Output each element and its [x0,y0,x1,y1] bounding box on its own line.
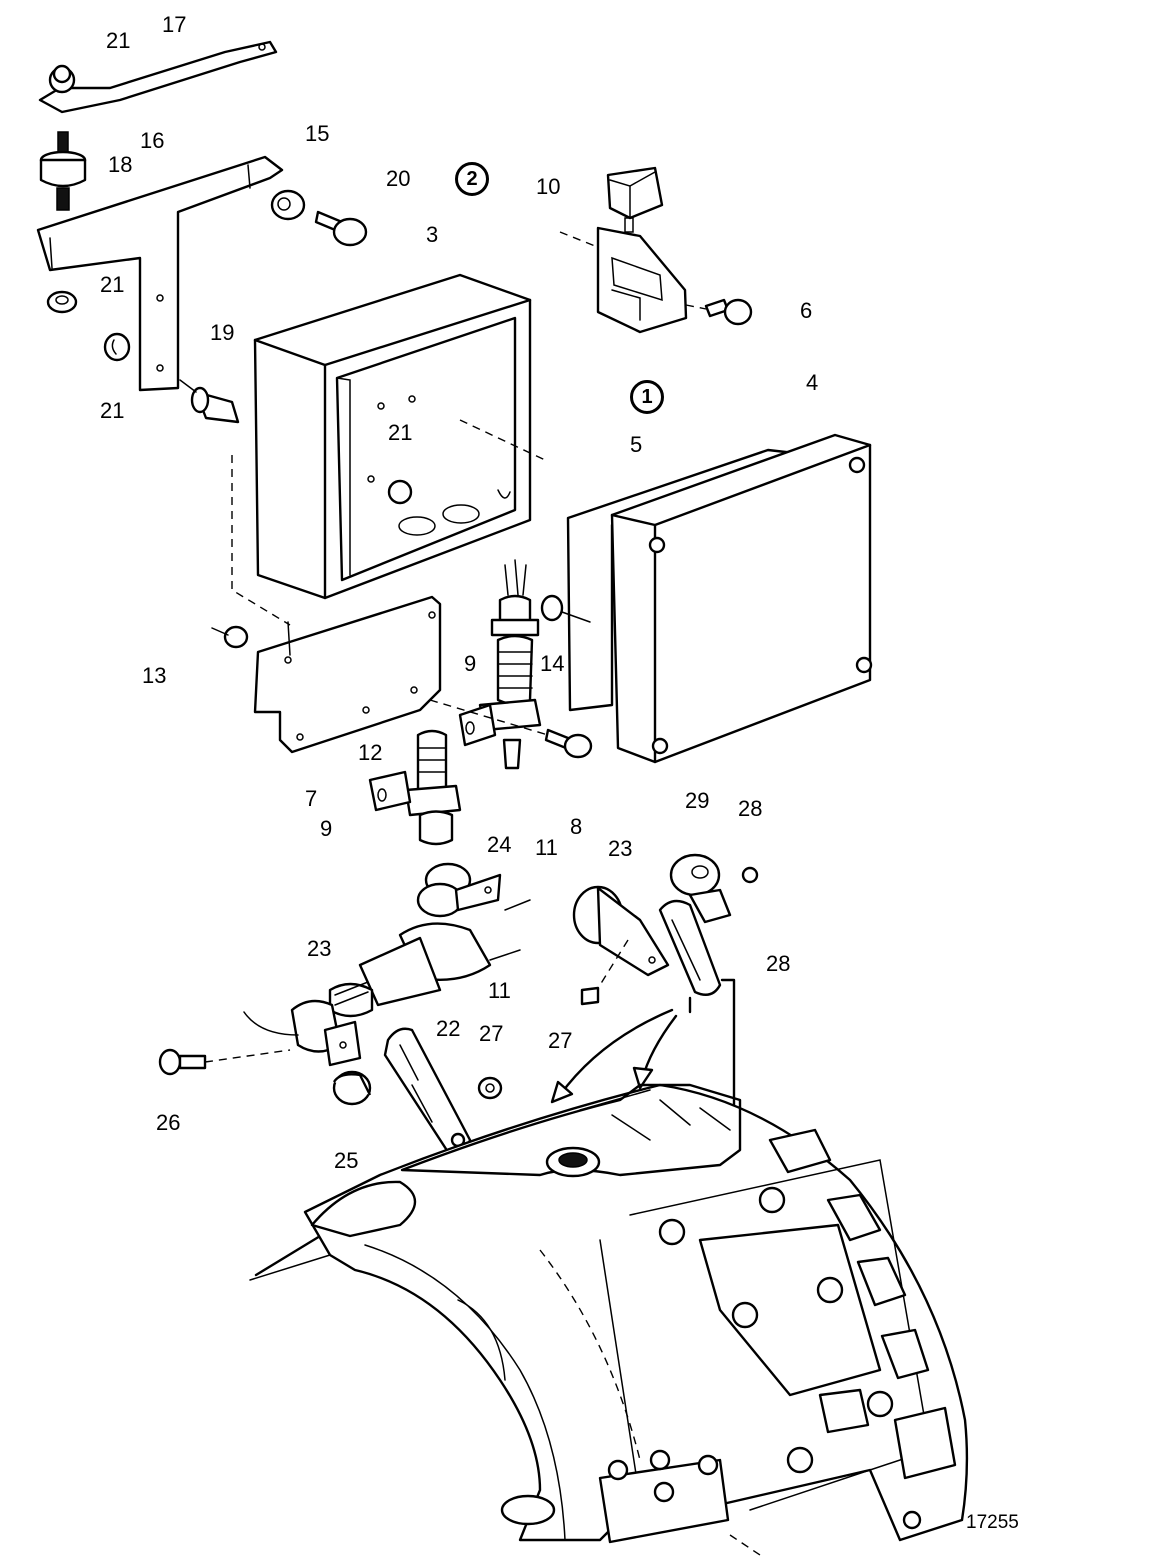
part-label: 11 [488,978,511,1003]
part-label: 21 [106,28,131,53]
part-label: 28 [766,951,791,976]
part-label: 29 [685,788,710,813]
part-label: 21 [100,398,125,423]
spacer-20 [270,189,368,247]
part-label: 18 [108,152,133,177]
clamp-29 [669,853,759,924]
drawing-reference-number: 17255 [966,1512,1019,1533]
circled-label-2: 2 [455,162,489,196]
clamp-23-right [572,885,670,1006]
part-label: 3 [426,222,439,247]
slotted-link-22 [383,1027,503,1154]
cable-sleeve-11 [243,922,521,1106]
part-label: 21 [100,272,125,297]
bracket-15 [36,155,284,392]
part-label: 17 [162,12,187,37]
strap-17 [38,40,278,114]
part-label: 6 [800,298,813,323]
nut-21-a [46,290,78,314]
part-label: 13 [142,663,167,688]
part-label: 23 [307,936,332,961]
part-label: 26 [156,1110,181,1135]
gearbox-housing-25 [249,1083,969,1556]
washer-21-b [103,332,131,362]
part-label: 27 [479,1021,504,1046]
bolt-19 [179,379,240,424]
cable-gland-12 [368,729,462,846]
rubber-mount-18 [39,131,87,211]
arrows-27 [550,1008,678,1104]
part-label: 27 [548,1028,573,1053]
relay-bracket-6 [596,226,753,334]
part-label: 5 [630,432,643,457]
part-label: 14 [540,651,565,676]
part-label: 22 [436,1016,461,1041]
circled-label-1: 1 [630,380,664,414]
part-label: 25 [334,1148,359,1173]
cable-gland-9-upper [429,559,593,770]
part-label: 28 [738,796,763,821]
part-label: 20 [386,166,411,191]
bracket-28 [658,899,736,1152]
part-label: 21 [388,420,413,445]
screw-26 [158,1048,291,1076]
electronic-box-3 [253,273,546,600]
part-label: 7 [305,786,318,811]
part-label: 9 [464,651,477,676]
part-label: 15 [305,121,330,146]
relay-10 [606,166,664,233]
clamp-24 [416,862,531,918]
part-label: 9 [320,816,333,841]
washer-14 [540,594,591,623]
part-label: 8 [570,814,583,839]
part-label: 23 [608,836,633,861]
part-label: 11 [535,835,558,860]
part-label: 16 [140,128,165,153]
part-label: 4 [806,370,819,395]
part-label: 12 [358,740,383,765]
mounting-plate-13 [211,595,442,754]
control-unit-4 [566,433,873,764]
part-label: 24 [487,832,512,857]
part-label: 19 [210,320,235,345]
part-label: 10 [536,174,561,199]
